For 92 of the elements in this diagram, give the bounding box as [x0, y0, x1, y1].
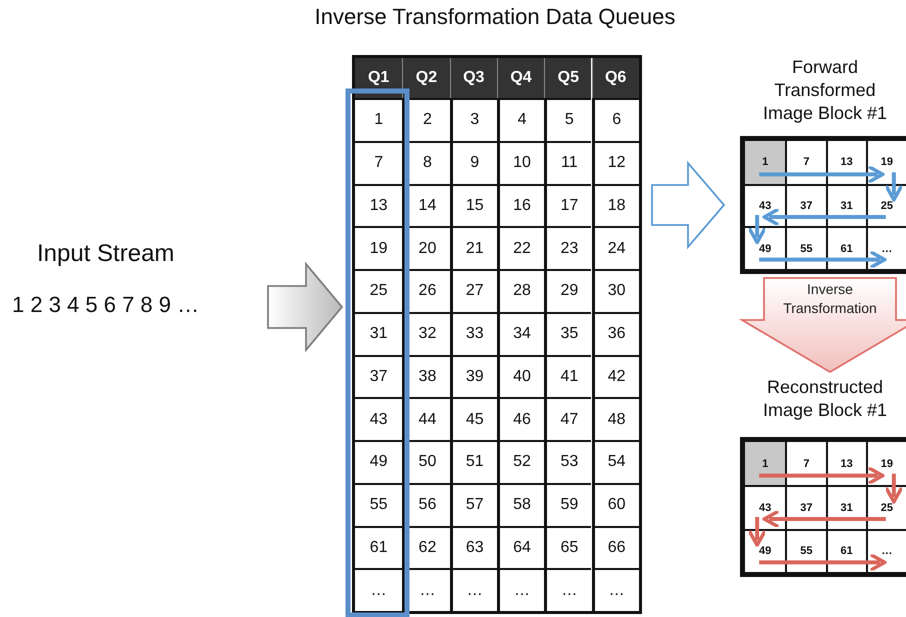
table-cell: 6: [592, 98, 639, 141]
block-heading: Reconstructed Image Block #1: [762, 376, 888, 422]
table-cell: 19: [355, 226, 402, 269]
table-cell: …: [496, 568, 544, 611]
table-cell: 42: [592, 354, 639, 398]
table-cell: 14: [402, 184, 450, 226]
table-cell: 26: [402, 269, 450, 312]
block-arrow: [651, 160, 726, 250]
table-cell: 39: [450, 354, 497, 398]
table-cell: 43: [355, 397, 402, 440]
table-cell: …: [402, 568, 450, 611]
table-cell: 13: [355, 184, 402, 226]
table-cell: 8: [402, 140, 450, 184]
table-cell: 18: [592, 184, 639, 226]
table-cell: 36: [592, 312, 639, 354]
table-cell: 34: [496, 312, 544, 354]
column-header: Q2: [402, 58, 450, 98]
input-stream-heading: Input Stream: [37, 240, 174, 268]
block-heading: Forward Transformed Image Block #1: [762, 56, 888, 125]
table-cell: 27: [450, 269, 497, 312]
table-cell: 51: [450, 440, 497, 483]
table-cell: 5: [544, 98, 592, 141]
table-cell: 49: [355, 440, 402, 483]
input-stream-sequence: 1 2 3 4 5 6 7 8 9 …: [12, 292, 200, 318]
table-cell: 38: [402, 354, 450, 398]
table-cell: 63: [450, 526, 497, 568]
table-cell: …: [592, 568, 639, 611]
table-cell: 1: [355, 98, 402, 141]
diagram-title: Inverse Transformation Data Queues: [314, 4, 676, 30]
table-cell: 12: [592, 140, 639, 184]
table-cell: 31: [355, 312, 402, 354]
table-cell: 45: [450, 397, 497, 440]
table-cell: 62: [402, 526, 450, 568]
queue-table: [352, 55, 642, 614]
table-cell: 28: [496, 269, 544, 312]
table-cell: 24: [592, 226, 639, 269]
table-cell: …: [355, 568, 402, 611]
table-cell: 52: [496, 440, 544, 483]
table-cell: 32: [402, 312, 450, 354]
table-cell: 40: [496, 354, 544, 398]
edge-label: Inverse Transformation: [782, 280, 878, 318]
table-cell: 37: [355, 354, 402, 398]
table-cell: 35: [544, 312, 592, 354]
table-cell: 55: [355, 482, 402, 526]
column-header: Q6: [592, 58, 639, 98]
column-header: Q4: [496, 58, 544, 98]
table-cell: 1: [745, 442, 786, 486]
table-cell: 61: [355, 526, 402, 568]
table-cell: 7: [785, 442, 826, 486]
table-cell: 2: [402, 98, 450, 141]
table-cell: 11: [544, 140, 592, 184]
table-cell: 41: [544, 354, 592, 398]
table-cell: 3: [450, 98, 497, 141]
table-cell: 21: [450, 226, 497, 269]
table-cell: 37: [785, 485, 826, 529]
table-cell: 47: [544, 397, 592, 440]
table-cell: 33: [450, 312, 497, 354]
table-cell: 54: [592, 440, 639, 483]
table-cell: …: [544, 568, 592, 611]
table-cell: 15: [450, 184, 497, 226]
table-cell: 23: [544, 226, 592, 269]
table-cell: 22: [496, 226, 544, 269]
table-cell: 9: [450, 140, 497, 184]
table-cell: …: [450, 568, 497, 611]
table-cell: 50: [402, 440, 450, 483]
table-cell: 25: [355, 269, 402, 312]
table-cell: 57: [450, 482, 497, 526]
table-cell: 58: [496, 482, 544, 526]
table-cell: 44: [402, 397, 450, 440]
table-cell: 53: [544, 440, 592, 483]
table-cell: 4: [496, 98, 544, 141]
table-cell: 10: [496, 140, 544, 184]
table-cell: 46: [496, 397, 544, 440]
table-cell: 59: [544, 482, 592, 526]
block-arrow: [267, 262, 344, 352]
column-header: Q3: [450, 58, 497, 98]
table-cell: 20: [402, 226, 450, 269]
table-cell: 65: [544, 526, 592, 568]
table-cell: 60: [592, 482, 639, 526]
table-cell: 1: [745, 141, 786, 184]
table-cell: 48: [592, 397, 639, 440]
table-cell: 56: [402, 482, 450, 526]
table-cell: 66: [592, 526, 639, 568]
table-cell: 29: [544, 269, 592, 312]
table-cell: 30: [592, 269, 639, 312]
column-header: Q5: [544, 58, 592, 98]
block-arrow: [738, 277, 906, 374]
table-cell: 64: [496, 526, 544, 568]
table-cell: 17: [544, 184, 592, 226]
table-cell: 16: [496, 184, 544, 226]
table-cell: 7: [355, 140, 402, 184]
table-cell: 55: [785, 226, 826, 269]
